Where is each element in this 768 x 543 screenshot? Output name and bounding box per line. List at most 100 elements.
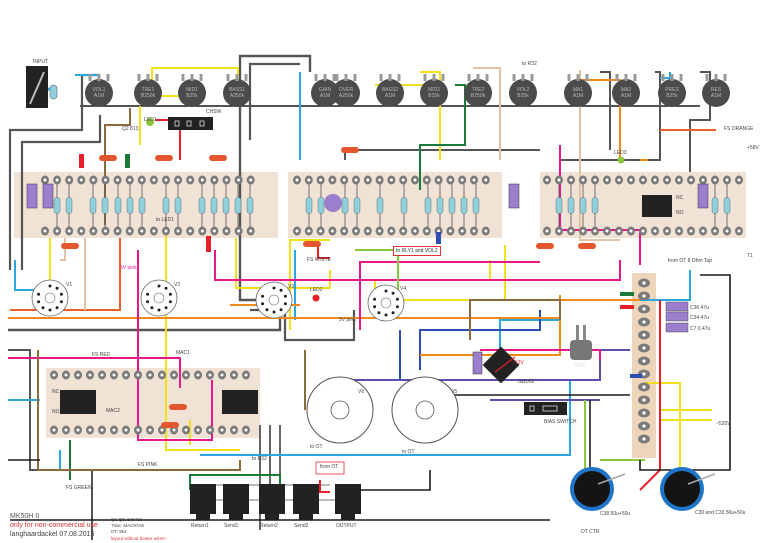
bias-switch[interactable] (524, 402, 567, 415)
pot-tre2[interactable] (464, 74, 492, 107)
fs-orange-label: FS ORANGE (724, 126, 754, 132)
rectifier-capacitor (472, 351, 483, 375)
jack-label-output: OUTPUT (336, 523, 357, 529)
terminal-eyelet (638, 395, 650, 405)
red-lead (206, 236, 211, 252)
pot-res[interactable] (702, 74, 730, 107)
pot-mid1[interactable] (178, 74, 206, 107)
jack-return2[interactable] (259, 484, 285, 520)
jack-label-send2: Send2 (294, 523, 309, 529)
eyelet (62, 425, 70, 435)
eyelet (74, 370, 82, 380)
pot-gain[interactable] (311, 74, 339, 107)
eyelet (198, 175, 207, 185)
resistor (101, 197, 109, 214)
eyelet (352, 175, 360, 185)
fs-pink-label: FS PINK (138, 462, 158, 468)
v4-label: V4 (400, 286, 407, 292)
eyelet (125, 175, 134, 185)
eyelet (675, 175, 683, 185)
to-r32-bottom-label: to R32 (252, 456, 267, 462)
eyelet (458, 175, 467, 185)
eyelet (89, 226, 98, 236)
eyelet (663, 226, 671, 236)
eyelet (222, 226, 231, 236)
resistor (305, 197, 313, 214)
eyelet (555, 226, 563, 236)
eyelet (158, 370, 166, 380)
nc-label: NC (676, 195, 684, 201)
eyelet (110, 370, 118, 380)
input-jack[interactable] (26, 66, 58, 108)
eyelet (579, 175, 587, 185)
magenta-wire (359, 145, 641, 330)
no-fs-label: NO (52, 409, 60, 415)
pot-vol1[interactable] (85, 74, 113, 107)
eyelet (293, 175, 301, 185)
eyelet (137, 175, 146, 185)
eyelet (210, 226, 219, 236)
darkblue-wire (399, 310, 541, 380)
resistor (198, 197, 206, 214)
led2-label: LED2 (310, 287, 323, 293)
filter-capacitor-c38 (570, 467, 626, 511)
eyelet (206, 425, 214, 435)
resistor (174, 197, 182, 214)
jack-return1[interactable] (190, 484, 216, 520)
eyelet (86, 425, 94, 435)
channel-switch[interactable] (168, 117, 213, 130)
blue-wire (8, 380, 571, 470)
eyelet (627, 226, 635, 236)
eyelet (591, 226, 599, 236)
electrolytic-capacitor (324, 194, 342, 212)
eyelet (206, 370, 214, 380)
pot-over[interactable] (332, 74, 360, 107)
pot-ma1[interactable] (564, 74, 592, 107)
magenta-wire (137, 250, 621, 441)
black-wire (8, 459, 550, 521)
pot-ma2[interactable] (612, 74, 640, 107)
eyelet (591, 175, 599, 185)
pot-vol2[interactable] (509, 74, 537, 107)
mac1-label: MAC1 (176, 350, 190, 356)
eyelet (122, 370, 130, 380)
eyelet (422, 226, 431, 236)
red-wire (319, 300, 661, 493)
heater-warning: layout without heater wire!!! (111, 536, 166, 541)
fs-red-label: FS RED (92, 352, 111, 358)
orange-wire (580, 79, 648, 161)
pot-pres[interactable] (658, 74, 686, 107)
jack-output[interactable] (335, 484, 361, 520)
eyelet (567, 226, 575, 236)
film-capacitor (26, 183, 38, 209)
eyelet (41, 175, 49, 185)
eyelet (639, 226, 647, 236)
cap-c36-label: C36 47u (690, 305, 709, 311)
mac2-label: MAC2 (106, 408, 120, 414)
jack-send1[interactable] (223, 484, 249, 520)
resistor (65, 197, 73, 214)
eyelet (146, 425, 154, 435)
film-capacitor (697, 183, 709, 209)
resistor (341, 197, 349, 214)
pot-mid2[interactable] (420, 74, 448, 107)
resistor (436, 197, 444, 214)
hv-label: ~520V (716, 421, 731, 427)
pot-bass1[interactable] (223, 74, 251, 107)
jack-send2[interactable] (293, 484, 319, 520)
to-ot-a-label: to OT (310, 444, 323, 450)
ceramic-capacitor (341, 147, 359, 153)
ceramic-capacitor (169, 404, 187, 410)
pot-bass2[interactable] (376, 74, 404, 107)
eyelet (125, 226, 134, 236)
eyelet (122, 425, 130, 435)
pot-tre1[interactable] (134, 74, 162, 107)
eyelet (210, 175, 219, 185)
eyelet (170, 370, 178, 380)
resistor (424, 197, 432, 214)
eyelet (375, 226, 384, 236)
eyelet (186, 226, 195, 236)
v2-label: V2 (174, 282, 181, 288)
